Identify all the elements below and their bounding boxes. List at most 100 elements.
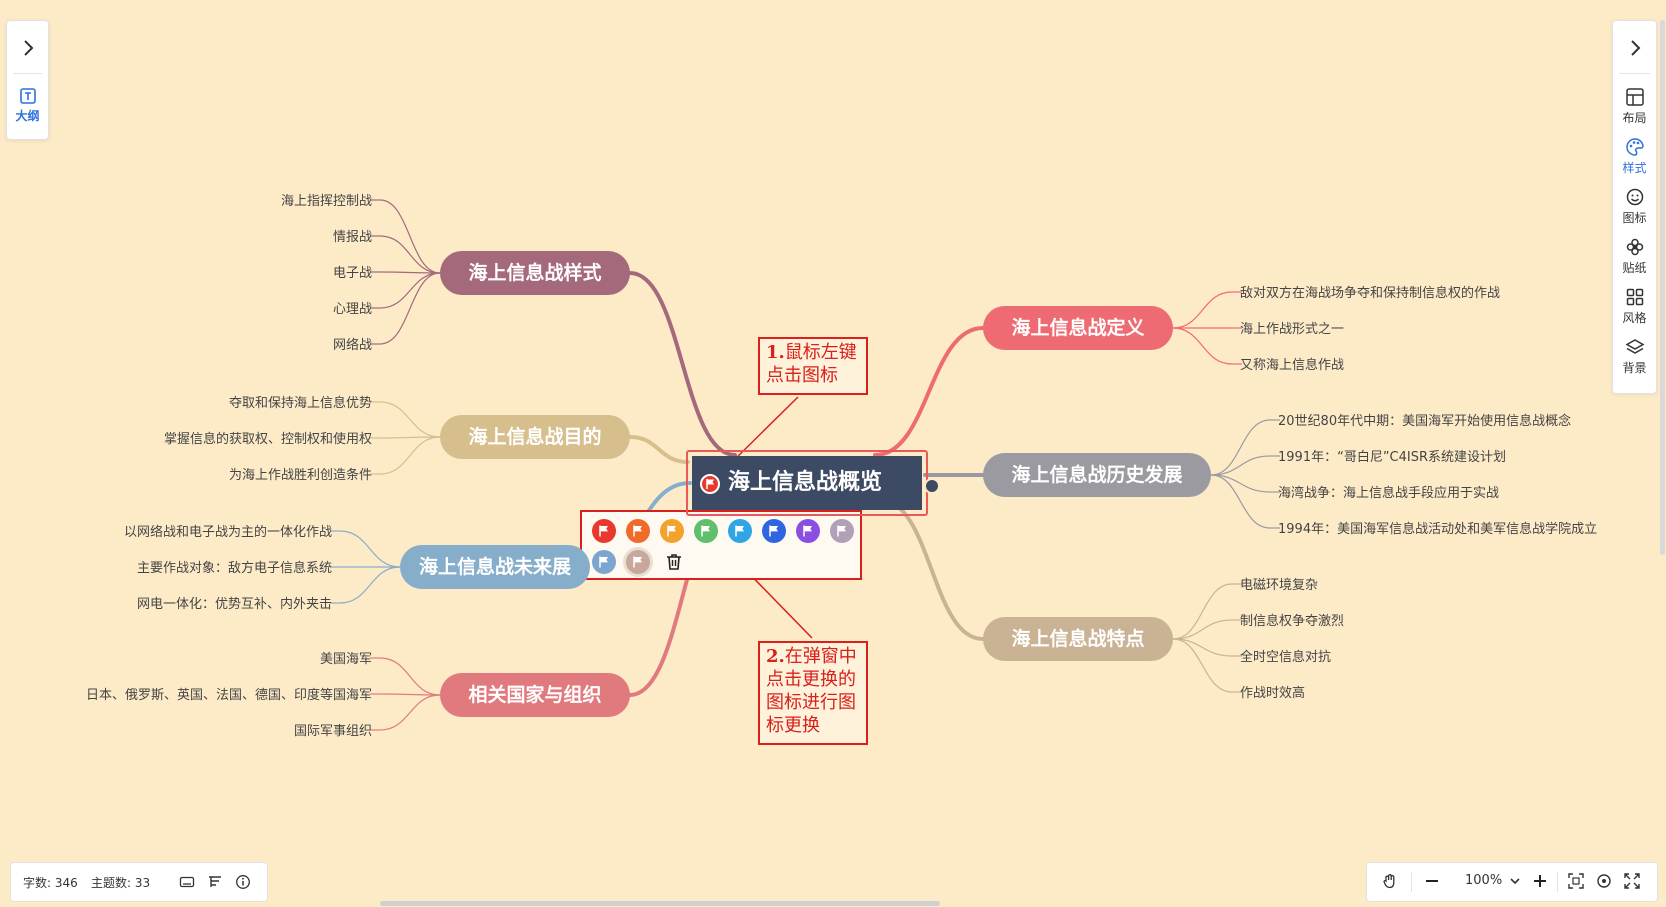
leaf-connector bbox=[379, 693, 441, 696]
hand-icon[interactable] bbox=[1381, 872, 1399, 890]
locate-icon[interactable] bbox=[1595, 872, 1613, 890]
leaf-connector bbox=[379, 272, 441, 345]
leaf-topic[interactable]: 网电一体化：优势互补、内外夹击 bbox=[136, 597, 332, 612]
branch-topic-history[interactable]: 海上信息战历史发展 bbox=[983, 453, 1211, 497]
leaf-topic[interactable]: 1991年：“哥白尼”C4ISR系统建设计划 bbox=[1278, 450, 1507, 465]
icon-button[interactable]: 图标 bbox=[1613, 187, 1656, 226]
trash-icon bbox=[667, 554, 681, 570]
info-icon[interactable] bbox=[235, 874, 251, 890]
leaf-topic[interactable]: 夺取和保持海上信息优势 bbox=[228, 396, 372, 411]
leaf-topic[interactable]: 电子战 bbox=[332, 266, 372, 281]
keyboard-icon[interactable] bbox=[179, 874, 195, 890]
leaf-topic[interactable]: 敌对双方在海战场争夺和保持制信息权的作战 bbox=[1240, 286, 1501, 301]
branch-topic-future[interactable]: 海上信息战未来展 bbox=[400, 545, 590, 589]
outline-button[interactable]: 大纲 bbox=[7, 87, 48, 124]
smiley-icon bbox=[1626, 188, 1643, 206]
zoom-level[interactable]: 100% bbox=[1465, 873, 1503, 888]
leaf-topic[interactable]: 海上指挥控制战 bbox=[280, 194, 372, 209]
leaf-connector bbox=[1210, 474, 1271, 529]
sticker-button[interactable]: 贴纸 bbox=[1613, 237, 1656, 276]
leaf-topic[interactable]: 美国海军 bbox=[319, 652, 372, 667]
zoom-in-icon[interactable] bbox=[1531, 872, 1549, 890]
leaf-topic[interactable]: 国际军事组织 bbox=[293, 724, 372, 739]
leaf-topic[interactable]: 心理战 bbox=[332, 302, 372, 317]
leaf-connector bbox=[1172, 619, 1233, 640]
annotation-step-1-number: 1. bbox=[766, 342, 785, 363]
leaf-connector bbox=[1172, 327, 1233, 365]
status-bar: 字数: 346 主题数: 33 bbox=[10, 862, 268, 902]
branch-connector bbox=[878, 498, 985, 641]
leaf-topic[interactable]: 又称海上信息作战 bbox=[1240, 358, 1345, 373]
right-panel-toggle[interactable] bbox=[1613, 39, 1656, 60]
leaf-topic[interactable]: 海上作战形式之一 bbox=[1240, 322, 1345, 337]
leaf-topic[interactable]: 全时空信息对抗 bbox=[1240, 650, 1332, 665]
annotation-step-2-text: 在弹窗中点击更换的图标进行图标更换 bbox=[766, 646, 857, 736]
chevron-right-icon bbox=[1630, 40, 1640, 56]
branch-topic-feature[interactable]: 海上信息战特点 bbox=[983, 617, 1173, 661]
leaf-topic[interactable]: 主要作战对象：敌方电子信息系统 bbox=[136, 561, 332, 576]
flag-option-10[interactable] bbox=[626, 550, 650, 574]
branch-topic-style[interactable]: 海上信息战样式 bbox=[440, 251, 630, 295]
flag-option-9[interactable] bbox=[592, 550, 616, 574]
leaf-topic[interactable]: 掌握信息的获取权、控制权和使用权 bbox=[163, 432, 372, 447]
leaf-connector bbox=[1172, 638, 1233, 657]
branch-topic-org[interactable]: 相关国家与组织 bbox=[440, 673, 630, 717]
flag-option-7[interactable] bbox=[796, 519, 820, 543]
leaf-connector bbox=[379, 436, 441, 475]
theme-button[interactable]: 风格 bbox=[1613, 287, 1656, 326]
fullscreen-icon[interactable] bbox=[1623, 872, 1641, 890]
chevron-down-icon[interactable] bbox=[1509, 872, 1521, 890]
fit-screen-icon[interactable] bbox=[1567, 872, 1585, 890]
root-topic[interactable]: 海上信息战概览 bbox=[686, 450, 940, 516]
layout-button[interactable]: 布局 bbox=[1613, 87, 1656, 126]
leaf-topic[interactable]: 为海上作战胜利创造条件 bbox=[228, 468, 372, 483]
flag-option-1[interactable] bbox=[592, 519, 616, 543]
leaf-topic[interactable]: 日本、俄罗斯、英国、法国、德国、印度等国海军 bbox=[85, 688, 372, 703]
leaf-connector bbox=[379, 272, 441, 309]
flag-option-8[interactable] bbox=[830, 519, 854, 543]
palette-icon bbox=[1625, 138, 1644, 156]
flag-option-2[interactable] bbox=[626, 519, 650, 543]
vertical-scrollbar[interactable] bbox=[1660, 20, 1665, 555]
leaf-topic[interactable]: 电磁环境复杂 bbox=[1240, 578, 1319, 593]
style-button[interactable]: 样式 bbox=[1613, 137, 1656, 176]
root-topic-title: 海上信息战概览 bbox=[728, 470, 883, 495]
leaf-connector bbox=[379, 657, 441, 696]
leaf-topic[interactable]: 制信息权争夺激烈 bbox=[1240, 614, 1345, 629]
leaf-connector bbox=[1172, 291, 1233, 329]
collapse-toggle[interactable] bbox=[924, 478, 940, 494]
horizontal-scrollbar[interactable] bbox=[380, 901, 940, 906]
branch-topic-goal[interactable]: 海上信息战目的 bbox=[440, 415, 630, 459]
background-button[interactable]: 背景 bbox=[1613, 337, 1656, 376]
leaf-connector bbox=[379, 199, 441, 274]
flag-option-3[interactable] bbox=[660, 519, 684, 543]
flag-icon-popup bbox=[580, 510, 862, 580]
leaf-topic[interactable]: 作战时效高 bbox=[1240, 686, 1306, 701]
leaf-topic[interactable]: 以网络战和电子战为主的一体化作战 bbox=[123, 525, 332, 540]
delete-icon-button[interactable] bbox=[662, 550, 686, 574]
layers-icon bbox=[1624, 339, 1645, 354]
flag-option-6[interactable] bbox=[762, 519, 786, 543]
leaf-topic[interactable]: 网络战 bbox=[332, 338, 372, 353]
leaf-topic[interactable]: 20世纪80年代中期：美国海军开始使用信息战概念 bbox=[1278, 414, 1572, 429]
leaf-topic[interactable]: 海湾战争：海上信息战手段应用于实战 bbox=[1278, 486, 1500, 501]
flag-option-4[interactable] bbox=[694, 519, 718, 543]
layout-tree-icon[interactable] bbox=[207, 874, 223, 890]
root-flag-icon[interactable] bbox=[700, 474, 720, 494]
layout-icon bbox=[1625, 88, 1644, 106]
branch-connector bbox=[873, 326, 985, 457]
leaf-connector bbox=[1210, 455, 1271, 476]
branch-topic-def[interactable]: 海上信息战定义 bbox=[983, 306, 1173, 350]
right-panel: 布局 样式 图标 贴纸 风格 背景 bbox=[1612, 20, 1657, 394]
grid-icon bbox=[1626, 288, 1643, 306]
leaf-connector bbox=[1210, 419, 1271, 476]
left-panel-toggle[interactable] bbox=[7, 39, 48, 60]
flag-option-5[interactable] bbox=[728, 519, 752, 543]
zoom-out-icon[interactable] bbox=[1423, 872, 1441, 890]
root-topic-box: 海上信息战概览 bbox=[692, 456, 922, 510]
background-label: 背景 bbox=[1622, 361, 1647, 375]
leaf-topic[interactable]: 1994年：美国海军信息战活动处和美军信息战学院成立 bbox=[1278, 522, 1598, 537]
left-panel: 大纲 bbox=[6, 20, 49, 140]
leaf-topic[interactable]: 情报战 bbox=[332, 230, 372, 245]
